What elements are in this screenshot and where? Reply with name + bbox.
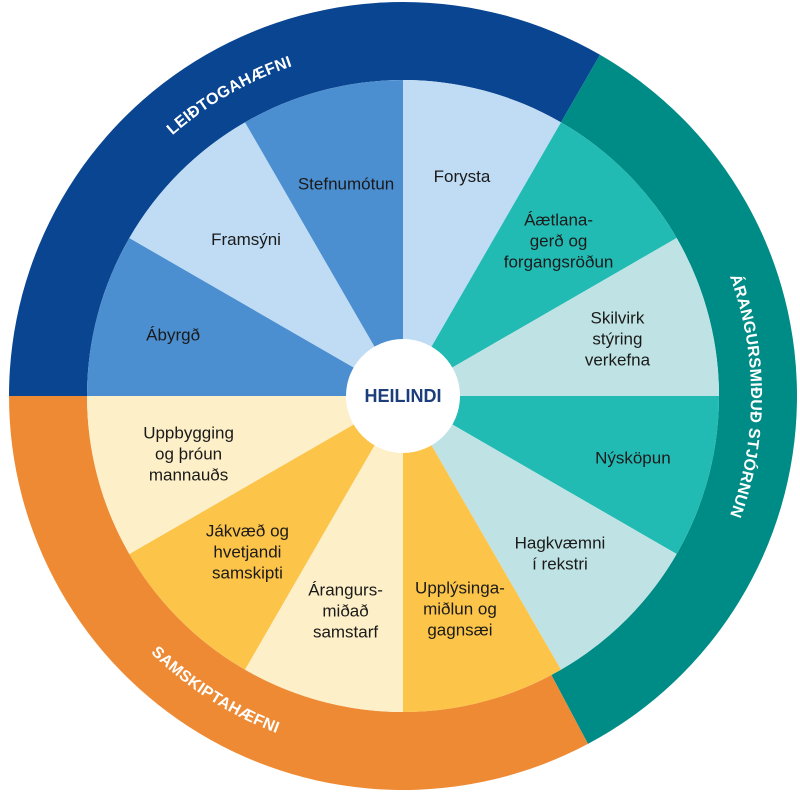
ring-section-samskiptah-fni — [9, 396, 588, 790]
segment-upplysingami-lun-og-gagns-i — [403, 443, 561, 712]
ring-section-arangursmi-u-stjornun — [551, 54, 797, 744]
segment-label-framsyni: Framsýni — [211, 230, 281, 249]
segment-label-abyrg: Ábyrgð — [146, 325, 200, 344]
segment-arangursmi-a-samstarf — [245, 443, 403, 712]
segment-stefnumotun — [245, 80, 403, 349]
outer-ring — [9, 2, 797, 790]
segment-jakv-og-hvetjandi-samskipti — [129, 423, 376, 670]
segment-label-stefnumotun: Stefnumótun — [298, 174, 394, 193]
segment-a-tlanager-og-forgangsro-un — [430, 122, 677, 369]
segment-hagkv-mni-i-rekstri — [430, 423, 677, 670]
segment-nyskopun — [450, 396, 719, 554]
segment-uppbygging-og-roun-mannau-s — [87, 396, 356, 554]
center-circle — [346, 339, 460, 453]
ring-section-lei-togah-fni — [9, 2, 600, 397]
center-hub: HEILINDI — [346, 339, 460, 453]
segment-label-nyskopun: Nýsköpun — [595, 449, 671, 468]
segment-forysta — [403, 80, 561, 349]
segment-ring — [87, 80, 719, 712]
segment-skilvirk-styring-verkefna — [450, 238, 719, 396]
center-label: HEILINDI — [364, 386, 441, 406]
segment-abyrg — [87, 238, 356, 396]
segment-label-forysta: Forysta — [434, 167, 491, 186]
segment-framsyni — [129, 122, 376, 369]
